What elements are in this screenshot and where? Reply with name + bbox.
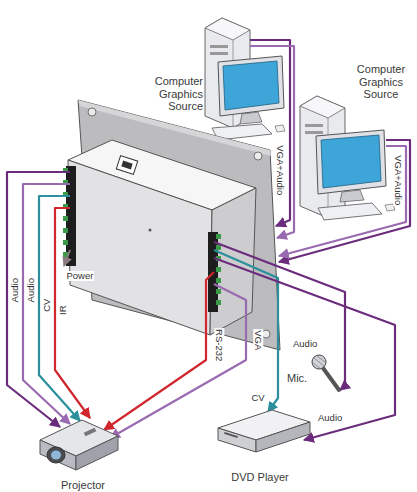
source-caption: Computer Graphics Source xyxy=(140,74,204,114)
caption-text: Mic. xyxy=(287,372,307,385)
projector-wire-part xyxy=(110,284,246,438)
terminal-pin-part xyxy=(216,278,221,283)
terminal-pin-part xyxy=(216,267,221,272)
vga-audio-wire-part xyxy=(279,140,410,262)
caption-text: DVD Player xyxy=(231,471,288,484)
computer-illustration-part xyxy=(305,131,323,134)
computer-illustration-part xyxy=(210,45,228,48)
computer-illustration-part xyxy=(321,135,381,188)
terminal-pin-part xyxy=(216,289,221,294)
signal-label: Audio xyxy=(10,277,20,303)
signal-label: VGA+Audio xyxy=(275,144,285,196)
projector-illustration-part xyxy=(76,436,118,470)
signal-label: VGA xyxy=(253,329,263,351)
computer-illustration xyxy=(300,96,395,220)
interface-box-part xyxy=(149,229,152,232)
dvd-illustration-part xyxy=(224,432,238,438)
mic-illustration xyxy=(312,355,339,390)
power-label: Power xyxy=(66,271,95,281)
terminal-pin-part xyxy=(216,245,221,250)
projector-wire-part xyxy=(104,272,214,430)
terminal-pin xyxy=(63,168,221,305)
caption-text: Computer Graphics Source xyxy=(141,75,203,113)
dvd-caption: DVD Player xyxy=(222,466,298,481)
caption-text: Projector xyxy=(61,479,105,492)
power-wire-part xyxy=(64,250,70,266)
projector-wire-part xyxy=(55,208,90,418)
caption-text: Computer Graphics Source xyxy=(351,63,411,101)
terminal-pin-part xyxy=(63,216,68,221)
wall-plate-part xyxy=(88,108,96,116)
projector-illustration-part xyxy=(47,447,65,463)
projector-wire xyxy=(7,172,246,438)
computer-illustration-part xyxy=(223,61,279,110)
terminal-pin-part xyxy=(63,228,68,233)
computer-illustration-part xyxy=(318,203,382,220)
wall-plate-part xyxy=(254,152,262,160)
terminal-pin-part xyxy=(63,240,68,245)
projector-illustration-part xyxy=(40,440,76,470)
projector-wire-part xyxy=(23,184,70,424)
av-wire-part xyxy=(214,250,278,412)
computer-illustration-part xyxy=(300,96,345,118)
vga-audio-wire-part xyxy=(279,146,406,256)
dvd-illustration xyxy=(218,410,310,452)
projector-caption: Projector xyxy=(52,474,114,489)
vga-audio-wire-part xyxy=(250,40,290,226)
terminal-pin-part xyxy=(216,234,221,239)
power-wire xyxy=(64,250,70,266)
interface-box-part xyxy=(116,156,137,175)
computer-illustration xyxy=(205,18,285,140)
computer-illustration-part xyxy=(218,56,284,116)
terminal-block xyxy=(66,166,218,312)
av-wire xyxy=(214,242,395,440)
signal-label: VGA+Audio xyxy=(393,154,403,206)
projector-illustration-part xyxy=(51,451,61,460)
interface-box xyxy=(68,140,256,335)
computer-illustration-part xyxy=(240,112,262,124)
signal-label: Audio xyxy=(26,277,36,303)
source-caption: Computer Graphics Source xyxy=(350,62,412,102)
av-wire-part xyxy=(214,258,395,440)
projector-illustration-part xyxy=(84,428,97,437)
computer-illustration-part xyxy=(210,52,228,55)
mic-illustration-part xyxy=(312,355,326,369)
dvd-illustration-part xyxy=(256,422,310,452)
vga-audio-wire-part xyxy=(250,46,294,238)
signal-label: CV xyxy=(42,298,52,313)
computer-illustration-part xyxy=(205,18,250,40)
mic-illustration-part xyxy=(313,356,325,369)
computer-illustration-part xyxy=(340,190,364,202)
interface-box-part xyxy=(68,160,212,335)
mic-caption: Mic. xyxy=(286,367,316,382)
vga-audio-wire xyxy=(250,40,410,262)
computer-illustration-part xyxy=(316,130,386,194)
signal-label: RS-232 xyxy=(214,328,224,362)
signal-label: Audio xyxy=(317,413,343,423)
projector-wire-part xyxy=(39,196,80,421)
computer-illustration-part xyxy=(305,124,323,127)
dvd-illustration-part xyxy=(218,428,256,452)
terminal-pin-part xyxy=(216,300,221,305)
computer-illustration-part xyxy=(275,125,285,132)
signal-label: CV xyxy=(251,393,266,403)
mic-illustration-part xyxy=(323,368,339,390)
interface-box-part xyxy=(121,161,132,170)
projector-illustration xyxy=(40,420,118,470)
signal-label: Audio xyxy=(292,339,318,349)
signal-label: IR xyxy=(58,304,68,316)
